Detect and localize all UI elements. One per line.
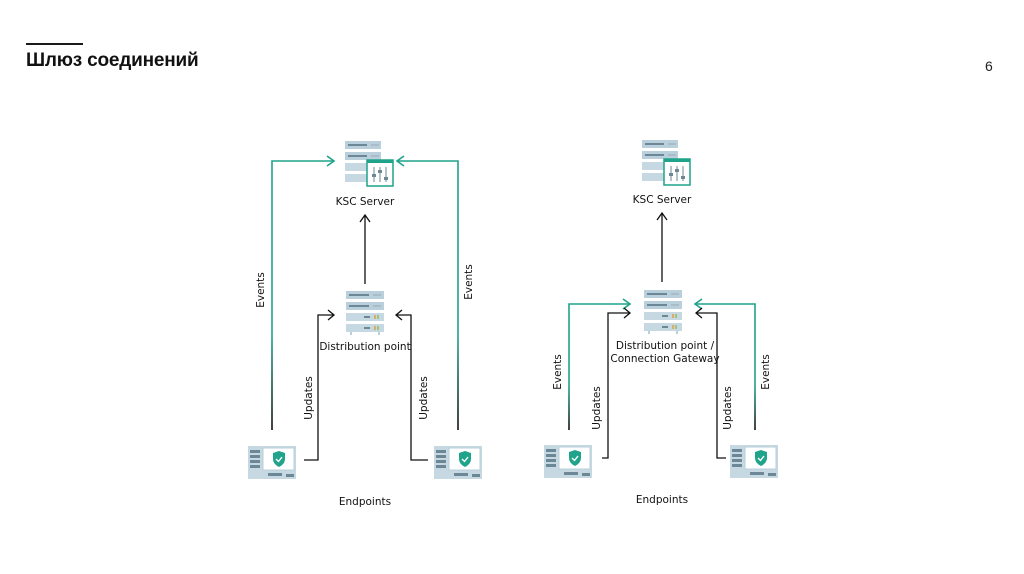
- updates-left-arrow: [602, 307, 632, 459]
- events-left-label: Events: [255, 272, 267, 308]
- endpoint-right-icon: [433, 445, 483, 480]
- updates-right-label: Updates: [418, 376, 430, 420]
- updates-right-label: Updates: [722, 386, 734, 430]
- endpoint-left-icon: [543, 444, 593, 479]
- ksc-server-label: KSC Server: [336, 196, 395, 208]
- updates-left-label: Updates: [303, 376, 315, 420]
- endpoints-label: Endpoints: [636, 494, 688, 506]
- updates-right-arrow: [394, 309, 428, 461]
- page-number: 6: [985, 58, 993, 74]
- endpoints-label: Endpoints: [339, 496, 391, 508]
- updates-left-arrow: [304, 309, 336, 461]
- dp-to-server-arrow: [359, 213, 371, 284]
- connection-gateway-icon: [644, 290, 682, 334]
- distribution-point-icon: [346, 291, 384, 335]
- events-right-label: Events: [463, 264, 475, 300]
- endpoint-left-icon: [247, 445, 297, 480]
- events-left-arrow: [568, 298, 632, 430]
- events-right-arrow: [395, 155, 459, 430]
- gateway-to-server-arrow: [656, 211, 668, 282]
- gateway-label-line2: Connection Gateway: [610, 353, 719, 365]
- distribution-point-label: Distribution point: [319, 341, 410, 353]
- slide-title: Шлюз соединений: [26, 50, 199, 71]
- events-right-arrow: [693, 298, 756, 430]
- updates-right-arrow: [694, 307, 726, 459]
- endpoint-right-icon: [729, 444, 779, 479]
- title-rule: [26, 43, 83, 45]
- events-left-label: Events: [552, 354, 564, 390]
- left-diagram: KSC Server Distribution point Endpoints …: [247, 140, 483, 508]
- events-left-arrow: [271, 155, 336, 430]
- updates-left-label: Updates: [591, 386, 603, 430]
- events-right-label: Events: [760, 354, 772, 390]
- ksc-server-icon: [641, 139, 691, 186]
- gateway-label-line1: Distribution point /: [616, 340, 715, 352]
- right-diagram: KSC Server Distribution point / Connecti…: [543, 139, 779, 506]
- ksc-server-label: KSC Server: [633, 194, 692, 206]
- ksc-server-icon: [344, 140, 394, 187]
